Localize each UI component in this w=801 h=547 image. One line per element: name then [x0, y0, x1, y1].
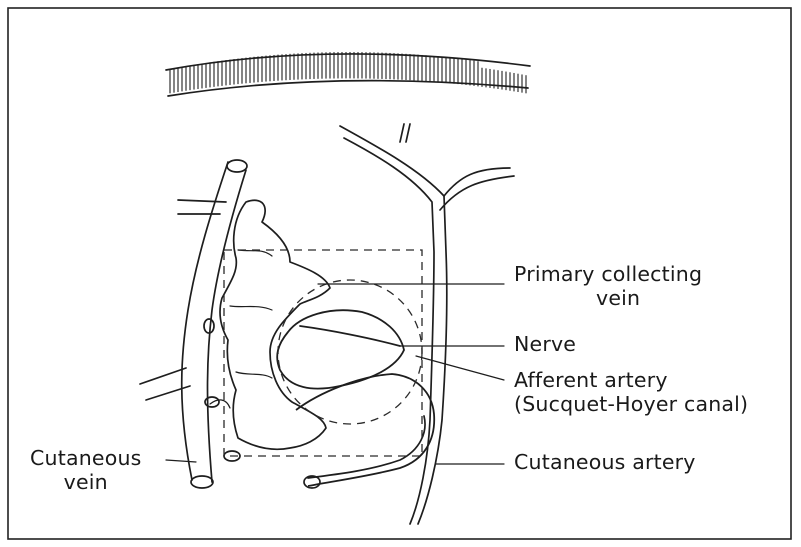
label-line: Afferent artery — [514, 368, 748, 392]
label-line: (Sucquet-Hoyer canal) — [514, 392, 748, 416]
label-line: Nerve — [514, 332, 576, 356]
label-afferent-artery: Afferent artery (Sucquet-Hoyer canal) — [514, 368, 748, 416]
detail-box — [224, 250, 422, 456]
label-line: Primary collecting — [514, 262, 702, 286]
epidermis-band — [166, 52, 530, 96]
label-primary-collecting-vein: Primary collecting vein — [514, 262, 702, 310]
label-line: vein — [30, 470, 142, 494]
leader-afferent-artery — [416, 356, 504, 380]
nerve — [300, 326, 400, 346]
label-nerve: Nerve — [514, 332, 576, 356]
leader-cutaneous-vein — [166, 460, 196, 462]
cutaneous-vein — [140, 160, 247, 488]
label-cutaneous-vein: Cutaneous vein — [30, 446, 142, 494]
label-line: vein — [514, 286, 702, 310]
label-line: Cutaneous — [30, 446, 142, 470]
label-line: Cutaneous artery — [514, 450, 696, 474]
afferent-artery — [277, 310, 434, 488]
label-cutaneous-artery: Cutaneous artery — [514, 450, 696, 474]
detail-circle — [278, 280, 422, 424]
